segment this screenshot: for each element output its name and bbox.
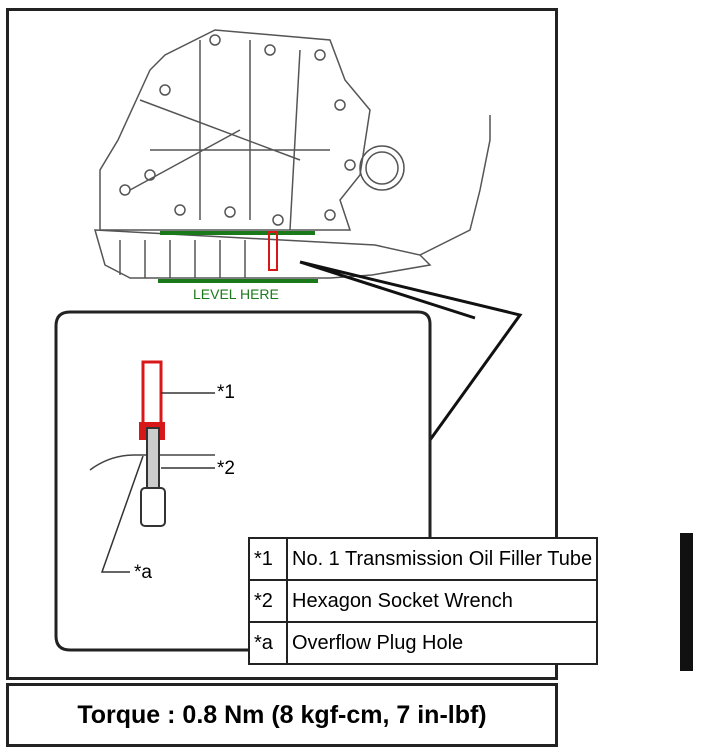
callout-label-a: *a	[134, 562, 152, 583]
torque-spec: Torque : 0.8 Nm (8 kgf-cm, 7 in-lbf)	[6, 683, 558, 747]
legend-key: *1	[248, 537, 288, 581]
transmission-case	[93, 29, 491, 279]
filler-tube-highlight	[268, 231, 278, 271]
legend-shadow	[680, 533, 693, 671]
detail-view	[89, 360, 215, 573]
callout-label-1: *1	[217, 382, 235, 403]
callout-label-2: *2	[217, 458, 235, 479]
legend-key: *a	[248, 621, 288, 665]
detail-callout-box	[54, 310, 432, 652]
legend-text: No. 1 Transmission Oil Filler Tube	[285, 537, 599, 581]
legend-key: *2	[248, 579, 288, 623]
legend-text: Hexagon Socket Wrench	[285, 579, 599, 623]
level-here-label: LEVEL HERE	[193, 286, 279, 302]
legend-text: Overflow Plug Hole	[285, 621, 599, 665]
callout-pointer	[299, 260, 523, 441]
